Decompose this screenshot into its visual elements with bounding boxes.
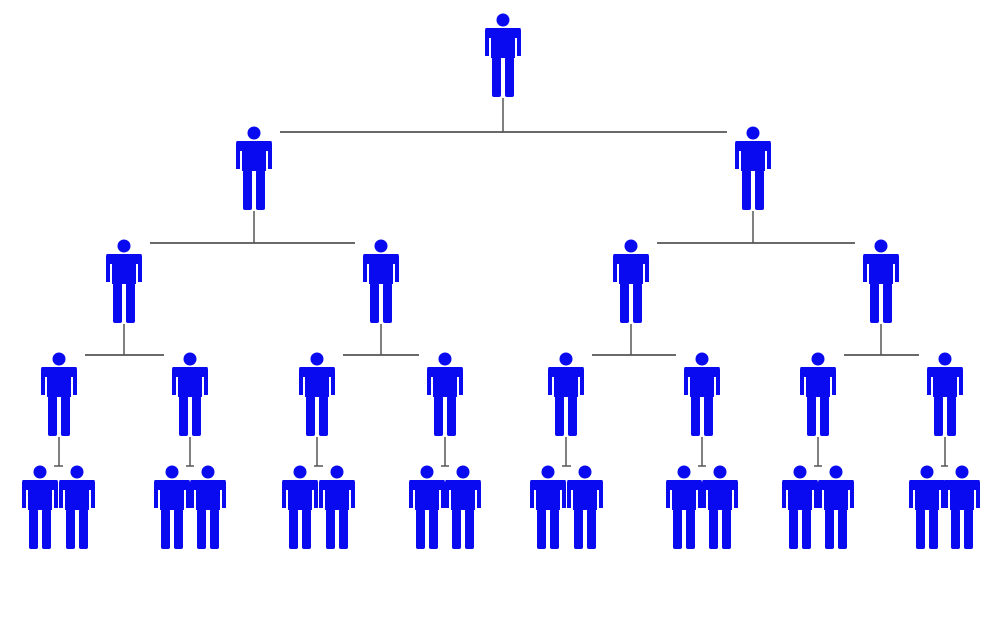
person-icon bbox=[818, 465, 854, 549]
person-icon bbox=[530, 465, 566, 549]
person-icon bbox=[106, 239, 142, 323]
people-nodes bbox=[22, 13, 980, 549]
person-icon bbox=[172, 352, 208, 436]
person-icon bbox=[567, 465, 603, 549]
person-icon bbox=[445, 465, 481, 549]
person-icon bbox=[409, 465, 445, 549]
person-icon bbox=[363, 239, 399, 323]
person-icon bbox=[735, 126, 771, 210]
person-icon bbox=[613, 239, 649, 323]
person-icon bbox=[909, 465, 945, 549]
person-icon bbox=[863, 239, 899, 323]
person-icon bbox=[319, 465, 355, 549]
person-icon bbox=[282, 465, 318, 549]
person-icon bbox=[427, 352, 463, 436]
person-icon bbox=[927, 352, 963, 436]
connector-lines bbox=[54, 98, 948, 467]
person-icon bbox=[59, 465, 95, 549]
person-icon bbox=[41, 352, 77, 436]
person-icon bbox=[684, 352, 720, 436]
person-icon bbox=[22, 465, 58, 549]
person-icon bbox=[236, 126, 272, 210]
person-icon bbox=[944, 465, 980, 549]
person-icon bbox=[190, 465, 226, 549]
person-icon bbox=[782, 465, 818, 549]
person-icon bbox=[548, 352, 584, 436]
person-icon bbox=[702, 465, 738, 549]
person-icon bbox=[666, 465, 702, 549]
person-icon bbox=[299, 352, 335, 436]
person-icon bbox=[154, 465, 190, 549]
person-icon bbox=[485, 13, 521, 97]
person-icon bbox=[800, 352, 836, 436]
